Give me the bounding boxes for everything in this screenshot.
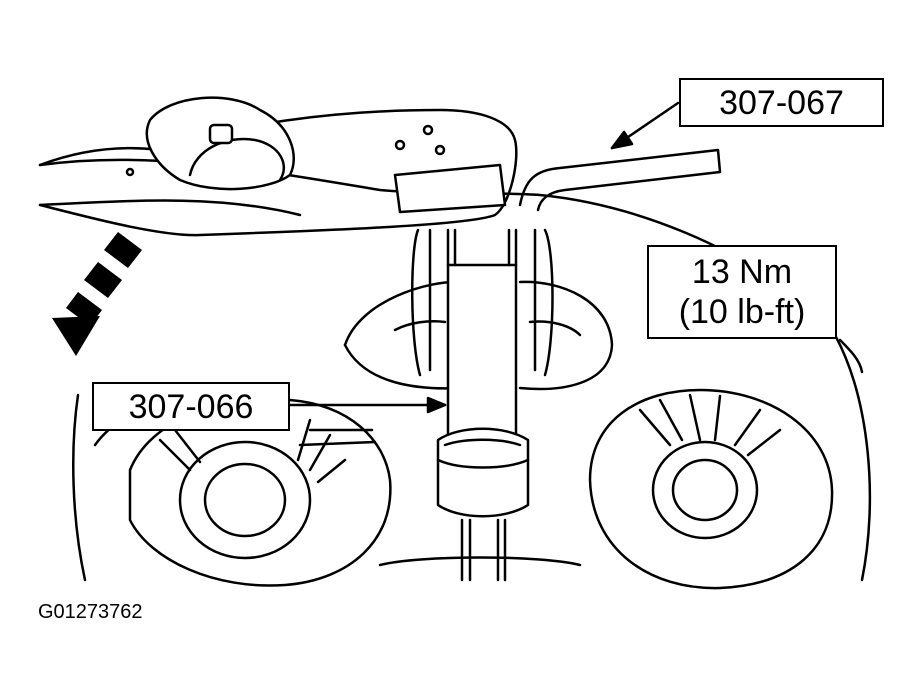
callout-tool-307-066: 307-066 <box>92 382 290 431</box>
wrench-tool-307-067 <box>38 96 518 237</box>
callout-torque-spec: 13 Nm (10 lb-ft) <box>647 245 837 339</box>
right-gear <box>588 388 834 590</box>
callout-label: 307-066 <box>128 387 254 426</box>
callout-label: 307-067 <box>719 83 844 122</box>
torque-nm-label: 13 Nm <box>691 253 793 291</box>
figure-id: G01273762 <box>38 601 143 623</box>
center-drive-lower <box>378 518 582 582</box>
hex-key <box>518 148 722 212</box>
callout-tool-307-067: 307-067 <box>679 78 884 127</box>
rotation-direction-arrow <box>52 232 142 356</box>
leader-arrows <box>288 101 864 414</box>
torque-lbft-label: (10 lb-ft) <box>678 293 806 331</box>
holder-tool-307-066 <box>410 228 554 518</box>
